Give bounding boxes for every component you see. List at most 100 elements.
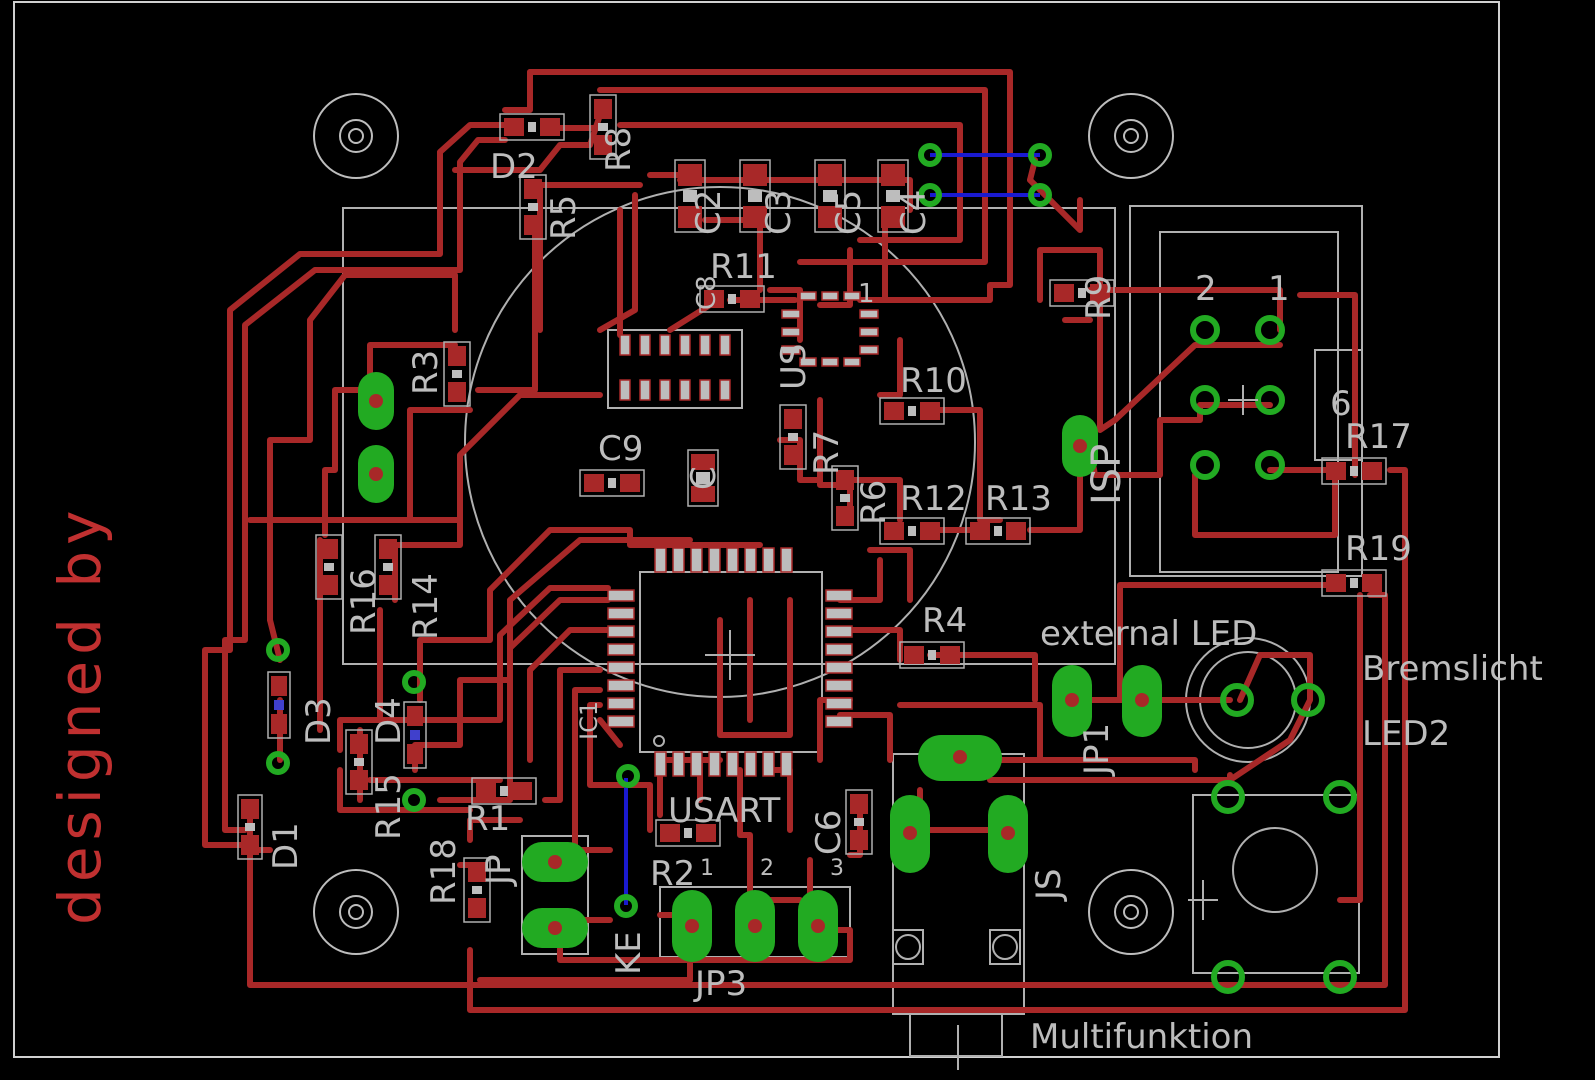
smd-r13 — [965, 517, 1031, 545]
mounting-hole-bottom-right — [1088, 869, 1174, 955]
mounting-hole-bottom-left — [313, 869, 399, 955]
jack-tab — [909, 1013, 1003, 1057]
label-one: 1 — [700, 856, 714, 881]
smd-c3 — [739, 159, 771, 233]
smd-r6 — [831, 465, 859, 531]
smd-r8 — [589, 94, 617, 160]
ic1-pads — [607, 547, 853, 777]
mounting-hole-top-left — [313, 93, 399, 179]
board-outline — [13, 1, 1500, 1058]
label-r14: R14 — [406, 573, 446, 640]
label-r1: R1 — [465, 799, 510, 839]
label-c9: C9 — [598, 429, 643, 469]
smd-c4 — [877, 159, 909, 233]
smd-d1 — [237, 794, 263, 860]
component-labels: D2 R8 R5 C2 C3 C5 C4 R11 C8 US 1 R9 R3 R… — [266, 127, 1543, 1057]
label-r15: R15 — [369, 773, 409, 840]
label-d1: D1 — [266, 822, 306, 870]
bottom-traces — [624, 153, 1040, 905]
label-r9: R9 — [1079, 275, 1119, 320]
label-c: C — [684, 466, 724, 490]
label-bremslicht: Bremslicht — [1362, 649, 1543, 689]
label-two: 2 — [760, 856, 774, 881]
oblong-pad-holes — [369, 394, 1149, 935]
smd-r9 — [1049, 279, 1115, 307]
label-isp-one: 1 — [1268, 269, 1290, 309]
label-r16: R16 — [344, 568, 384, 635]
label-jp1: JP1 — [1077, 723, 1117, 777]
label-r18: R18 — [424, 838, 464, 905]
smd-r7 — [779, 404, 807, 470]
smd-r16 — [315, 534, 343, 600]
label-multifunktion: Multifunktion — [1030, 1017, 1253, 1057]
label-isp-two: 2 — [1195, 269, 1217, 309]
smd-c5 — [814, 159, 846, 233]
smd-components-vertical — [237, 94, 909, 923]
label-r12: R12 — [900, 479, 967, 519]
label-three: 3 — [830, 856, 844, 881]
label-r13: R13 — [985, 479, 1052, 519]
smd-r12 — [879, 517, 945, 545]
jack-symbols — [653, 385, 1258, 1070]
smd-r14 — [374, 534, 402, 600]
smd-r1 — [471, 777, 537, 805]
smd-r17 — [1321, 457, 1387, 485]
label-r11: R11 — [710, 247, 777, 287]
label-jp: JP — [479, 854, 519, 887]
label-r8: R8 — [599, 127, 639, 172]
us-chip-pads — [619, 334, 731, 401]
oblong-pads — [358, 372, 1162, 962]
label-ic1: IC1 — [575, 701, 603, 740]
smd-r11 — [699, 285, 765, 313]
label-r2: R2 — [650, 854, 695, 894]
label-d3: D3 — [299, 697, 339, 745]
label-us: US — [774, 344, 814, 390]
smd-r18 — [463, 857, 491, 923]
smd-d2 — [499, 113, 565, 141]
label-r7: R7 — [807, 430, 847, 475]
smd-r19 — [1321, 569, 1387, 597]
sensor-chip-pads — [781, 291, 879, 367]
label-led2: LED2 — [1362, 714, 1450, 754]
smd-r10 — [879, 397, 945, 425]
smd-c9 — [579, 469, 645, 497]
label-c6: C6 — [809, 810, 849, 855]
label-pin1: 1 — [858, 279, 875, 309]
smd-r4 — [899, 641, 965, 669]
label-r6: R6 — [854, 480, 894, 525]
isp-header-inner — [1159, 231, 1339, 573]
label-c2: C2 — [689, 190, 729, 235]
label-r10: R10 — [900, 361, 967, 401]
tht-pads — [266, 143, 1357, 994]
label-c3: C3 — [759, 190, 799, 235]
label-usart: USART — [668, 791, 781, 831]
smd-d3 — [267, 671, 291, 739]
label-r3: R3 — [406, 350, 446, 395]
label-r19: R19 — [1345, 529, 1412, 569]
smd-c2 — [674, 159, 706, 233]
label-r5: R5 — [544, 195, 584, 240]
label-ke: KE — [609, 931, 649, 975]
mounting-holes — [313, 93, 1174, 955]
smd-c — [687, 449, 719, 507]
button-cap — [1232, 827, 1318, 913]
label-js: JS — [1029, 868, 1069, 902]
smd-r15 — [345, 729, 373, 795]
label-c4: C4 — [894, 190, 934, 235]
label-external-led: external LED — [1040, 614, 1257, 654]
smd-r3 — [443, 341, 471, 407]
smd-r2 — [655, 819, 721, 847]
label-isp: ISP — [1084, 444, 1130, 505]
smd-components-horizontal — [471, 113, 1387, 847]
ke-outline — [521, 835, 589, 955]
label-d4: D4 — [369, 697, 409, 745]
label-r4: R4 — [922, 601, 967, 641]
smd-c6 — [845, 789, 873, 855]
designer-text: designed by — [46, 505, 114, 926]
label-d2: D2 — [490, 147, 538, 187]
label-isp-six: 6 — [1330, 384, 1352, 424]
label-c5: C5 — [829, 190, 869, 235]
mounting-hole-top-right — [1088, 93, 1174, 179]
smd-d4 — [403, 701, 427, 769]
